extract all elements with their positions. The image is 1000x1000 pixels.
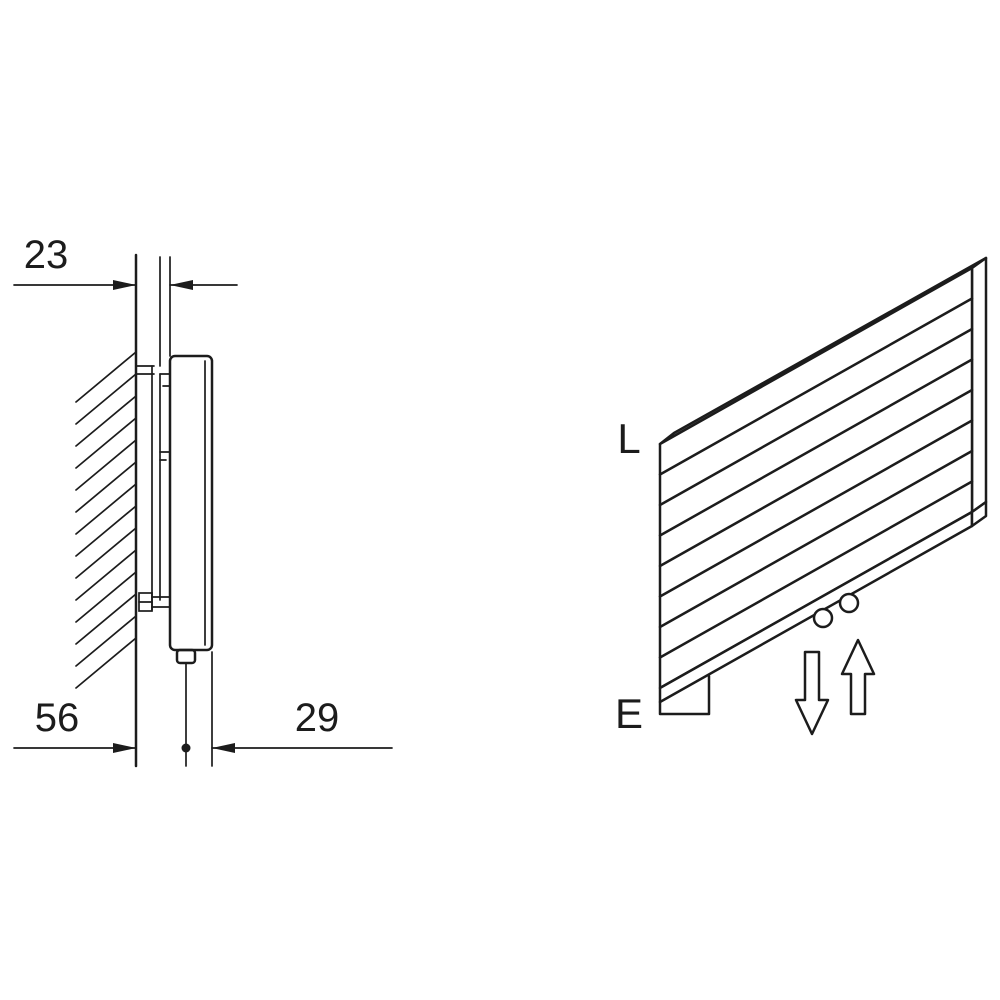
rail-right-cap	[970, 500, 988, 528]
dim-23-label: 23	[24, 233, 69, 277]
reference-dot	[181, 743, 191, 753]
flow-up-arrow-icon	[840, 638, 876, 716]
dim-29-arrow-icon	[212, 743, 235, 753]
dim-56-label: 56	[35, 696, 80, 740]
perspective-view-group: L E	[615, 256, 988, 737]
label-E: E	[615, 690, 643, 737]
side-view-group: 23 56	[13, 233, 393, 768]
fixing-screw	[138, 592, 171, 612]
rail-left-foot	[658, 674, 711, 716]
radiator-right-face	[970, 256, 988, 514]
dim-23-arrow-left-icon	[170, 280, 193, 290]
dimension-23: 23	[13, 233, 238, 290]
dimension-56: 56	[13, 696, 137, 753]
dimension-29: 29	[211, 696, 393, 753]
label-L: L	[617, 415, 640, 462]
wall-bracket	[135, 365, 171, 611]
valve-connection-icon	[838, 592, 860, 614]
slat-lines	[658, 297, 974, 659]
wall-hatching	[75, 351, 137, 689]
dim-23-arrow-right-icon	[113, 280, 136, 290]
radiator-side-profile	[168, 354, 214, 665]
bottom-rail	[658, 500, 988, 716]
radiator-foot	[175, 648, 197, 665]
dim-56-arrow-icon	[113, 743, 136, 753]
flow-down-arrow-icon	[794, 650, 830, 736]
valve-connection-icon	[812, 607, 834, 629]
dim-29-label: 29	[295, 696, 340, 740]
